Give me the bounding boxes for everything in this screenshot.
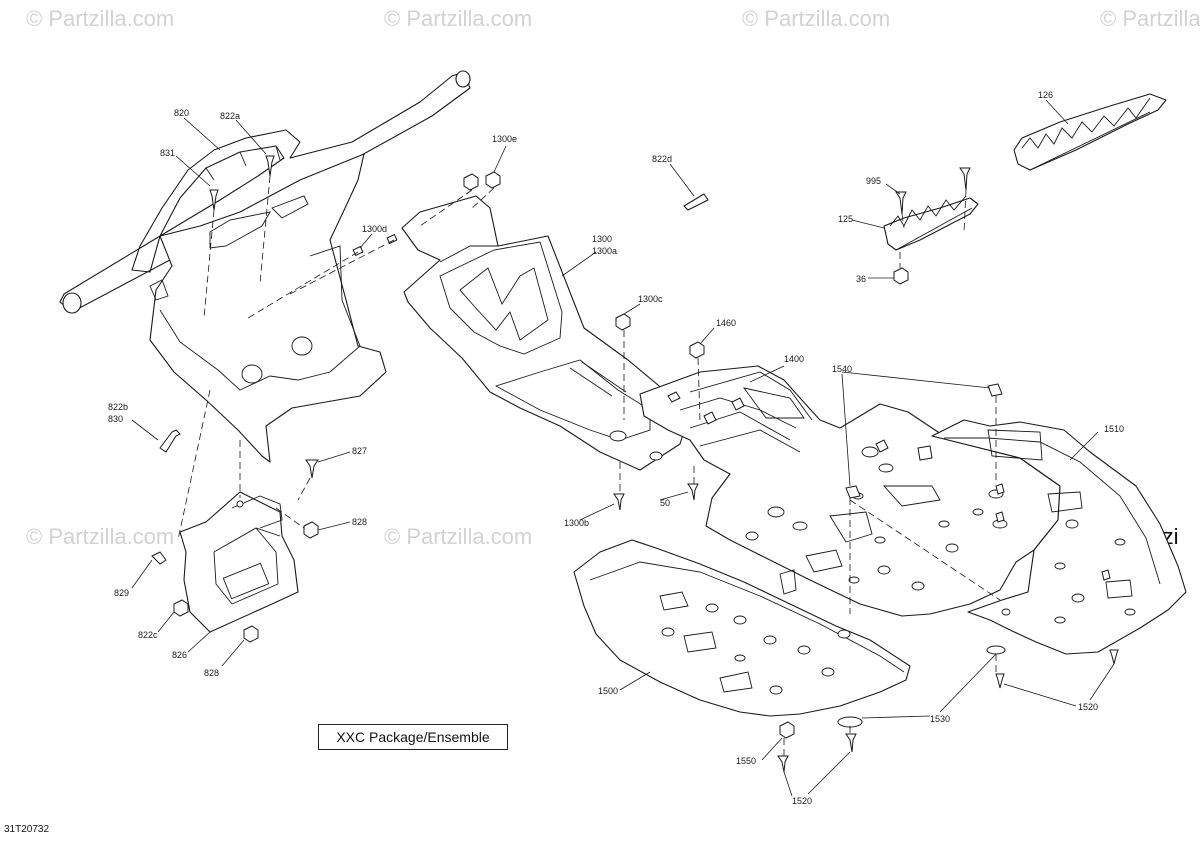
callout-1300c: 1300c (638, 294, 663, 304)
reference-code: 31T20732 (4, 824, 50, 835)
assembly-lines (177, 175, 1001, 756)
tab-822d (683, 193, 709, 211)
callout-822c: 822c (138, 630, 158, 640)
leader-lines (131, 99, 1115, 797)
callout-1520-bottom: 1520 (792, 796, 812, 806)
callout-822d: 822d (652, 154, 672, 164)
callout-830: 830 (108, 414, 123, 424)
hardware (151, 155, 1119, 773)
callout-labels: 820 822a 831 1300e 1300d 822d 1300 1300a… (108, 90, 1124, 806)
callout-36: 36 (856, 274, 866, 284)
footrest-126 (1013, 93, 1167, 171)
callout-820: 820 (174, 108, 189, 118)
skid-plate-1300 (401, 195, 691, 471)
callout-50: 50 (660, 498, 670, 508)
callout-822b: 822b (108, 402, 128, 412)
callout-1300e: 1300e (492, 134, 517, 144)
callout-995: 995 (866, 176, 881, 186)
callout-1300a: 1300a (592, 246, 617, 256)
bumper-tube (59, 70, 471, 314)
bracket-826 (179, 491, 299, 633)
watermark-mid-1: © Partzilla.com (26, 524, 175, 549)
callout-822a: 822a (220, 111, 240, 121)
callout-827: 827 (352, 446, 367, 456)
watermark-top-2: © Partzilla.com (384, 6, 533, 31)
callout-1500: 1500 (598, 686, 618, 696)
callout-1550: 1550 (736, 756, 756, 766)
footrest-125 (883, 195, 979, 251)
watermark-top-3: © Partzilla.com (742, 6, 891, 31)
watermark-top-1: © Partzilla.com (26, 6, 175, 31)
callout-828-upper: 828 (352, 517, 367, 527)
callout-826: 826 (172, 650, 187, 660)
callout-831: 831 (160, 148, 175, 158)
side-plate-1500 (573, 539, 911, 717)
callout-828-lower: 828 (204, 668, 219, 678)
package-label: XXC Package/Ensemble (318, 724, 508, 750)
callout-1460: 1460 (716, 318, 736, 328)
callout-125: 125 (838, 214, 853, 224)
callout-1520-right: 1520 (1078, 702, 1098, 712)
callout-1530: 1530 (930, 714, 950, 724)
callout-1400: 1400 (784, 354, 804, 364)
callout-829: 829 (114, 588, 129, 598)
callout-1510: 1510 (1104, 424, 1124, 434)
side-plate-1510 (931, 419, 1187, 655)
callout-1300b: 1300b (564, 518, 589, 528)
callout-1300d: 1300d (362, 224, 387, 234)
callout-1300: 1300 (592, 234, 612, 244)
watermark-top-4: © Partzilla.com (1100, 6, 1200, 31)
front-guard-panel (149, 153, 387, 463)
callout-126: 126 (1038, 90, 1053, 100)
callout-1540: 1540 (832, 364, 852, 374)
watermark-mid-2: © Partzilla.com (384, 524, 533, 549)
